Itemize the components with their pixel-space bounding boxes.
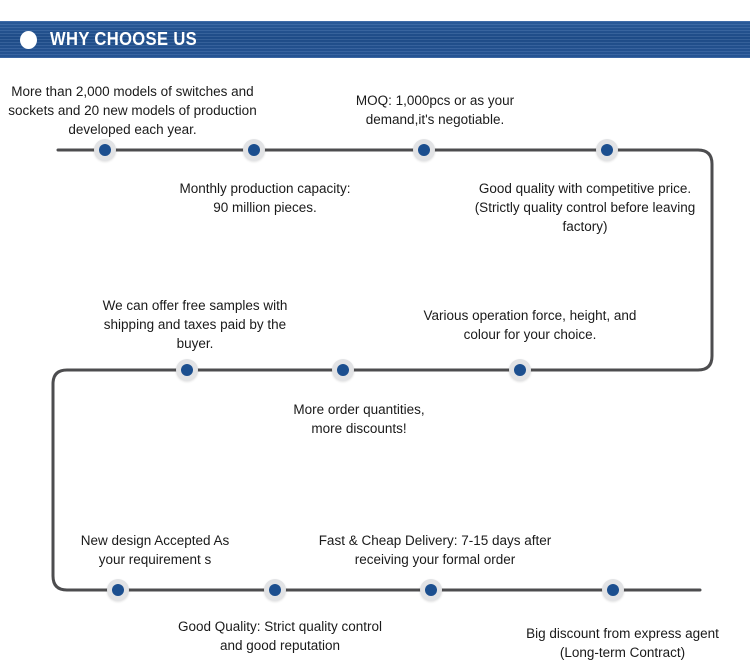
- timeline-node-2: [243, 139, 265, 161]
- timeline-node-10: [420, 579, 442, 601]
- section-header-banner: WHY CHOOSE US: [0, 21, 750, 58]
- timeline-node-11: [602, 579, 624, 601]
- timeline-node-1: [94, 139, 116, 161]
- callout-free-samples: We can offer free samples with shipping …: [102, 298, 288, 351]
- callout-good-quality-price: Good quality with competitive price. (St…: [474, 181, 696, 234]
- callout-express-discount: Big discount from express agent (Long-te…: [526, 626, 719, 660]
- callout-moq: MOQ: 1,000pcs or as your demand,it's neg…: [355, 93, 515, 127]
- circle-bullet-icon: [20, 31, 37, 49]
- callout-models-range: More than 2,000 models of switches and s…: [8, 84, 257, 137]
- callout-more-discounts: More order quantities, more discounts!: [293, 402, 425, 436]
- timeline-node-4: [596, 139, 618, 161]
- callout-operation-force: Various operation force, height, and col…: [423, 308, 637, 342]
- callout-monthly-capacity: Monthly production capacity: 90 million …: [179, 181, 351, 215]
- timeline-node-8: [107, 579, 129, 601]
- timeline-node-3: [413, 139, 435, 161]
- page-title: WHY CHOOSE US: [50, 29, 198, 49]
- timeline-node-5: [176, 359, 198, 381]
- callout-new-design: New design Accepted As your requirement …: [80, 533, 230, 567]
- timeline-node-7: [509, 359, 531, 381]
- timeline-node-9: [264, 579, 286, 601]
- callout-fast-delivery: Fast & Cheap Delivery: 7-15 days after r…: [318, 533, 552, 567]
- timeline-node-6: [332, 359, 354, 381]
- callout-good-reputation: Good Quality: Strict quality control and…: [177, 619, 383, 653]
